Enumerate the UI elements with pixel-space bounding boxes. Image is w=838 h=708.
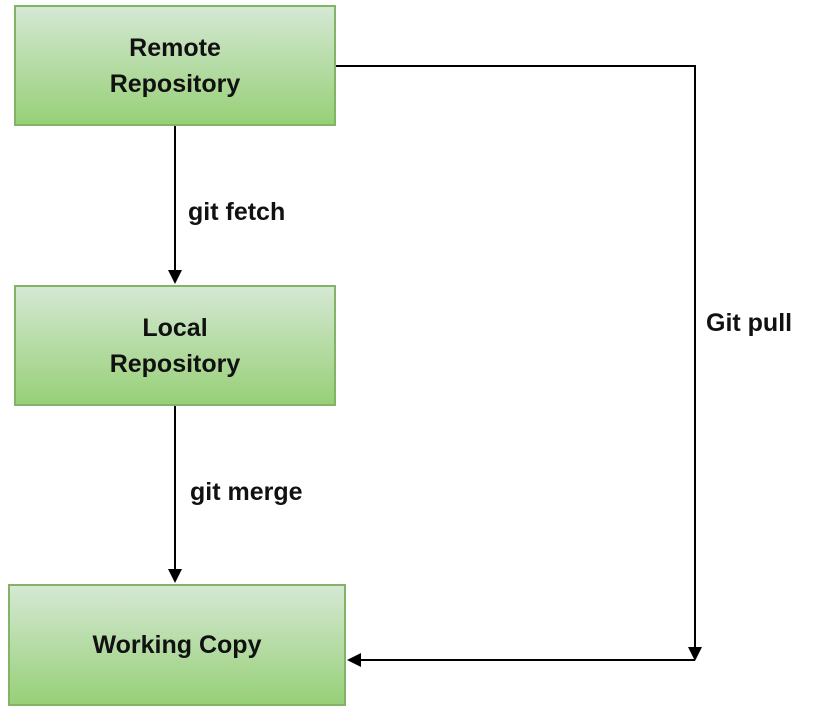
working-node-label: Working Copy bbox=[92, 631, 262, 659]
git-fetch-label: git fetch bbox=[188, 198, 286, 226]
merge-arrow bbox=[168, 406, 182, 583]
local-repository-node: Local Repository bbox=[14, 285, 336, 406]
git-merge-label: git merge bbox=[190, 478, 303, 506]
pull-arrow bbox=[336, 65, 702, 667]
remote-node-line2: Repository bbox=[109, 69, 241, 98]
git-pull-label: Git pull bbox=[706, 309, 793, 337]
remote-node-line1: Remote bbox=[129, 33, 221, 62]
fetch-arrow bbox=[168, 126, 182, 284]
remote-repository-node: Remote Repository bbox=[14, 5, 336, 126]
local-node-line1: Local bbox=[142, 313, 208, 342]
local-node-line2: Repository bbox=[109, 349, 241, 378]
working-copy-node: Working Copy bbox=[8, 584, 346, 706]
